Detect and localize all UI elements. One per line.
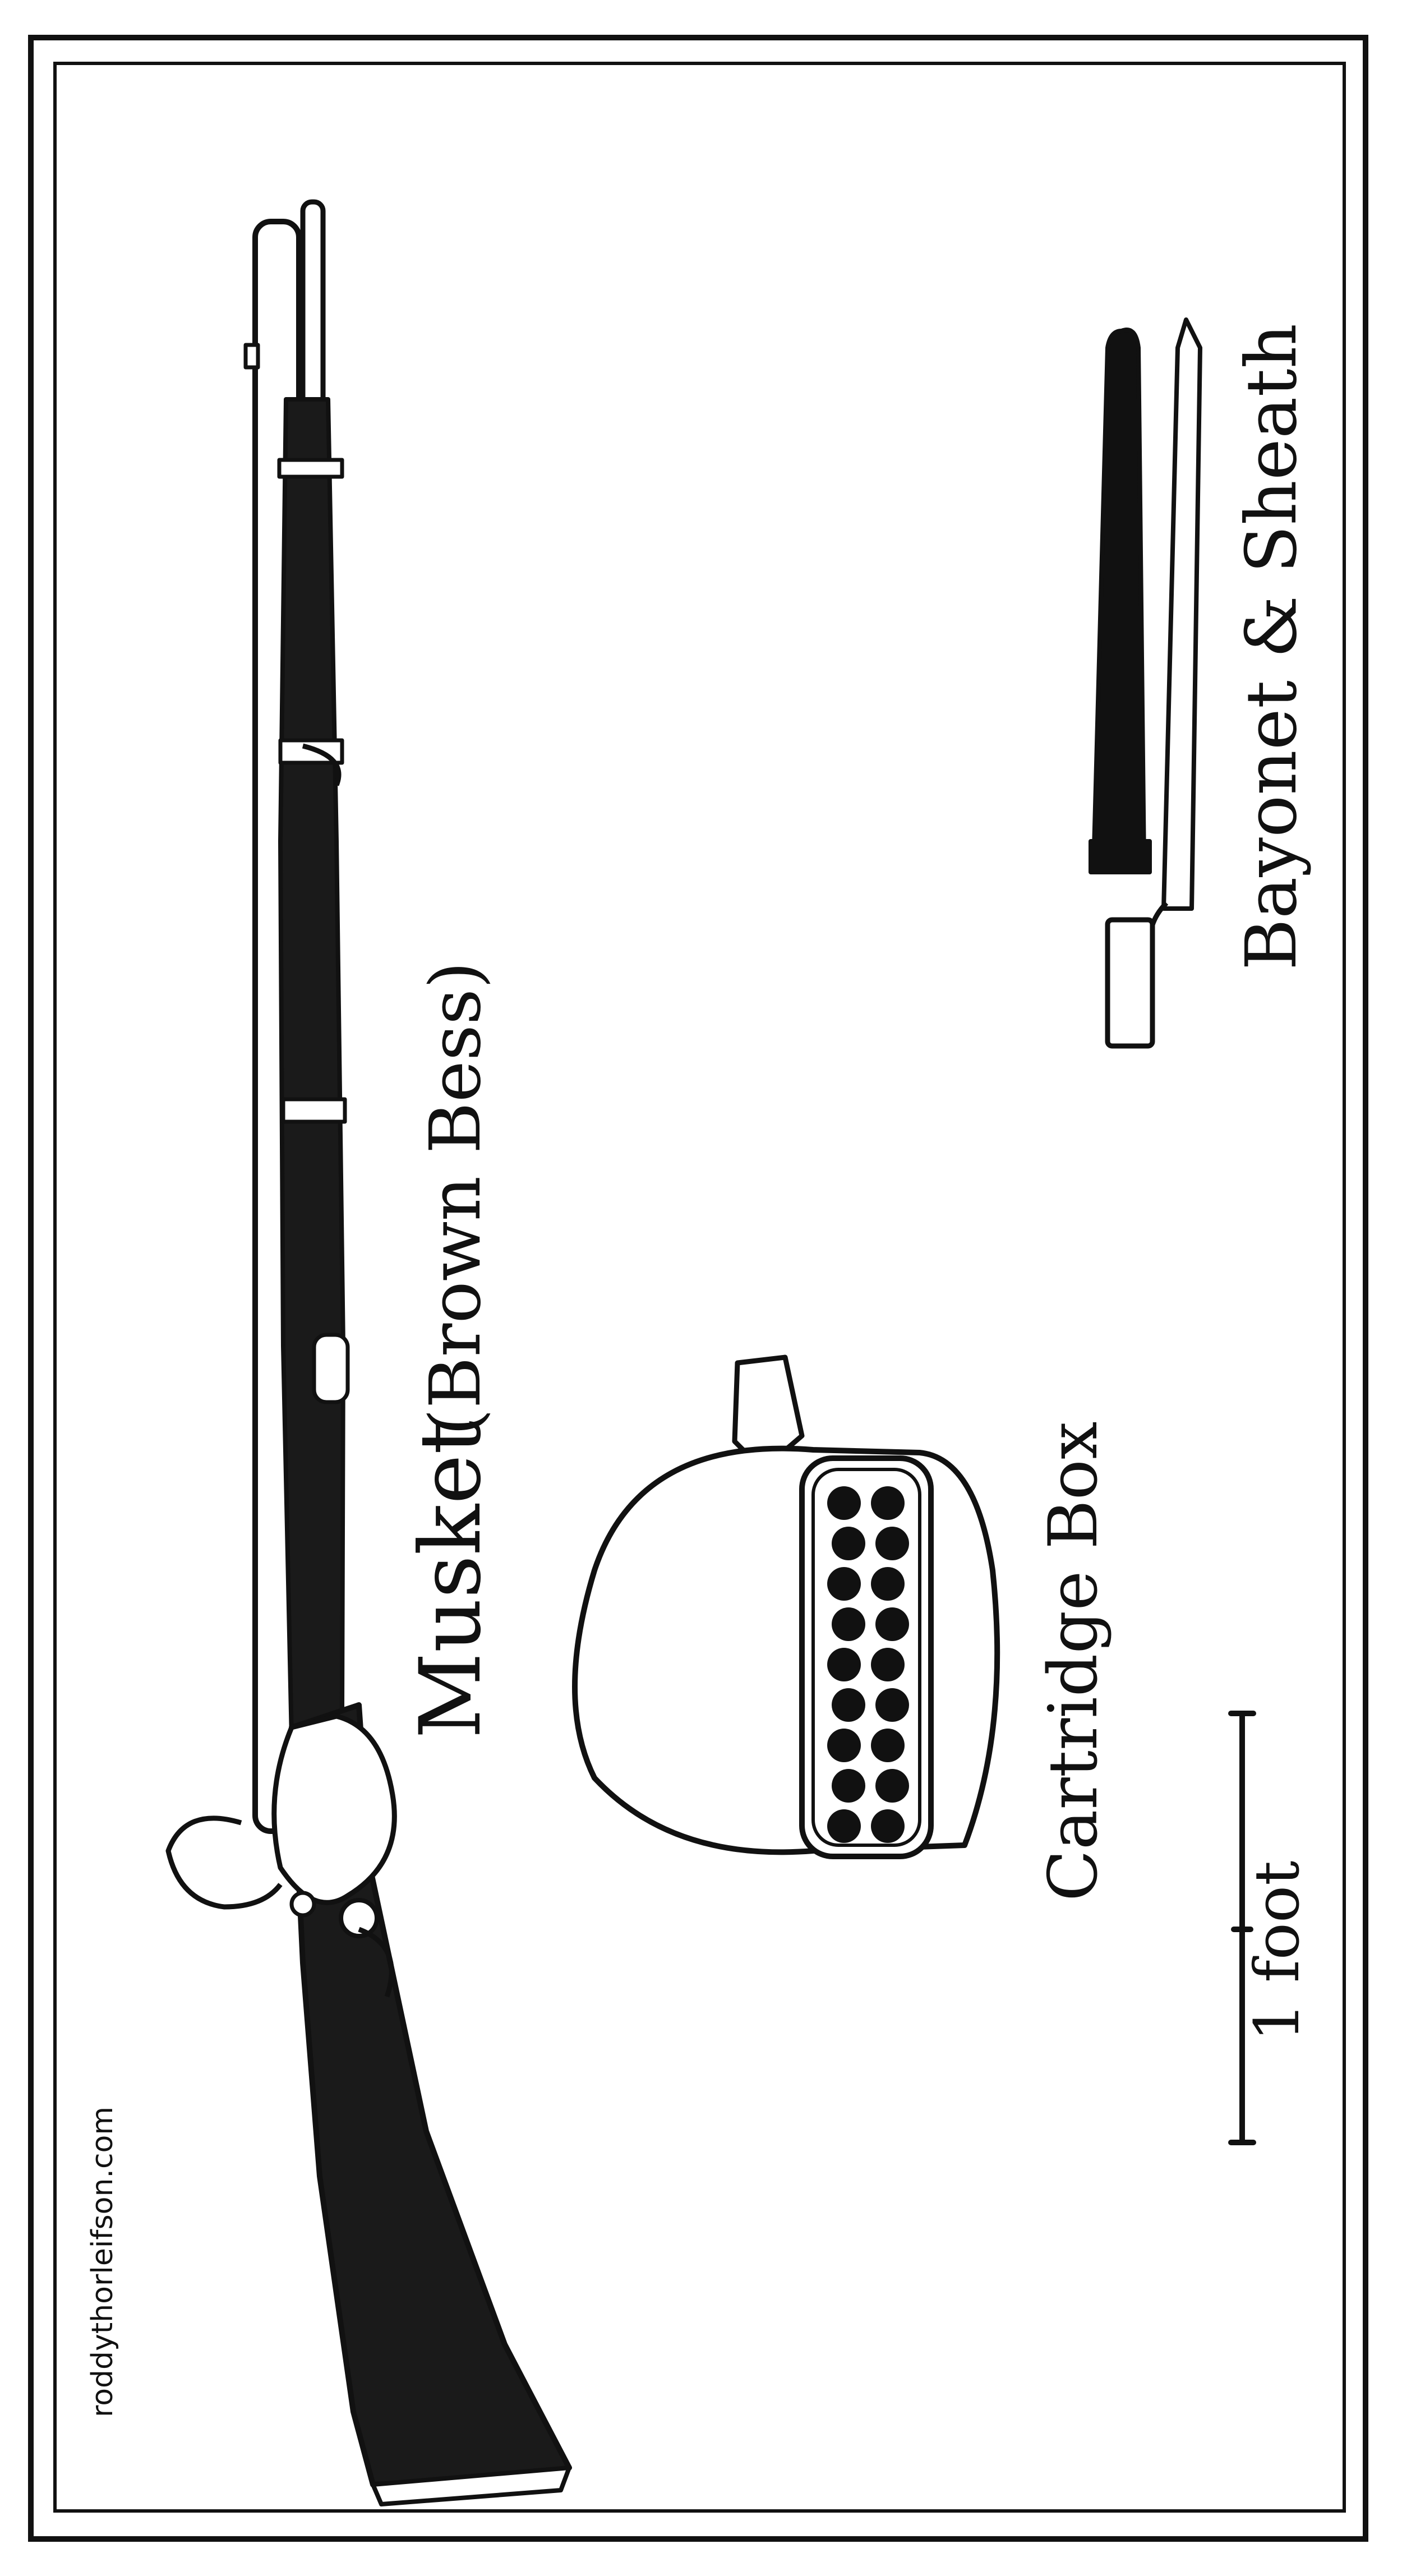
musket-front-sight (243, 343, 260, 370)
cartridge-hole (832, 1527, 865, 1560)
scale-label: 1 foot (1241, 1861, 1313, 2042)
cartridge-hole (871, 1729, 905, 1762)
cartridge-hole (832, 1769, 865, 1803)
musket-label: Musket (402, 1421, 500, 1739)
musket-sling-swivel (302, 743, 342, 786)
bayonet-sheath-throat (1089, 839, 1152, 874)
musket-drawing (165, 199, 572, 2506)
cartridge-holes (827, 1486, 909, 1843)
musket-lock-screw (289, 1891, 316, 1918)
cartridge-hole (827, 1567, 861, 1601)
cartridge-hole (871, 1648, 905, 1681)
cartridge-hole (875, 1527, 909, 1560)
bayonet-sheath (1091, 328, 1146, 872)
musket-trigger (358, 1927, 394, 1998)
musket-name-label: (Brown Bess) (415, 961, 496, 1436)
cartridge-box-flap (572, 1445, 1000, 1855)
cartridge-hole (871, 1486, 905, 1520)
cartridge-hole (871, 1809, 905, 1843)
musket-band (281, 1097, 347, 1124)
cartridge-box-drawing (572, 1354, 1000, 1859)
cartridge-hole (827, 1648, 861, 1681)
site-credit: roddythorleifson.com (86, 2107, 119, 2417)
bayonet-blade (1161, 317, 1202, 911)
bayonet-socket (1105, 917, 1155, 1049)
cartridge-hole (875, 1607, 909, 1641)
cartridge-hole (875, 1688, 909, 1722)
musket-lock (271, 1713, 397, 1905)
cartridge-hole (827, 1486, 861, 1520)
musket-hammer (165, 1815, 283, 1910)
bayonet-label: Bayonet & Sheath (1231, 324, 1312, 970)
cartridge-hole (827, 1809, 861, 1843)
cartridge-hole (875, 1769, 909, 1803)
bayonet-drawing (1089, 317, 1202, 1049)
scale-bar (1228, 1711, 1256, 2145)
cartridge-box-label: Cartridge Box (1035, 1421, 1113, 1901)
cartridge-hole (871, 1567, 905, 1601)
cartridge-hole (827, 1729, 861, 1762)
musket-forestock (278, 397, 345, 1741)
musket-lock-screw (339, 1898, 379, 1938)
cartridge-hole (832, 1688, 865, 1722)
musket-band (277, 458, 344, 479)
musket-butt-plate (371, 2466, 571, 2506)
outer-frame (28, 35, 1368, 2542)
musket-band (312, 1333, 350, 1404)
inner-frame (53, 62, 1346, 2513)
cartridge-hole (832, 1607, 865, 1641)
